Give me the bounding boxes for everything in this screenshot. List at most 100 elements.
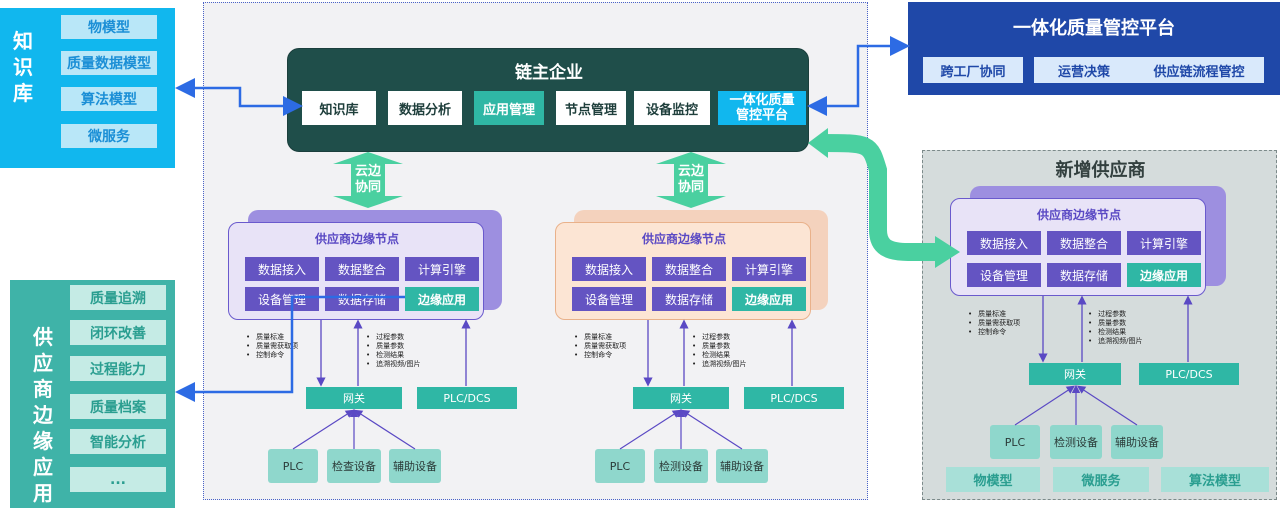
cloud-edge-label: 云边 协同 (323, 164, 413, 196)
node-a-edge-app[interactable]: 边缘应用 (405, 287, 479, 311)
chain-module-data-analysis[interactable]: 数据分析 (388, 91, 462, 125)
node-a-compute-engine[interactable]: 计算引擎 (405, 257, 479, 281)
gateway-b[interactable]: 网关 (633, 387, 729, 409)
platform-item-operation-decision[interactable]: 运营决策 (1034, 57, 1134, 83)
node-b-compute-engine[interactable]: 计算引擎 (732, 257, 806, 281)
chain-module-unified-platform[interactable]: 一体化质量 管控平台 (718, 91, 806, 125)
chain-module-knowledge-base[interactable]: 知识库 (302, 91, 376, 125)
bullets-up-b: 过程参数 质量参数 检测结果 追溯视频/图片 (692, 333, 747, 369)
chain-module-node-management[interactable]: 节点管理 (556, 91, 626, 125)
device-a-inspection[interactable]: 检查设备 (327, 449, 381, 483)
sea-item-quality-trace[interactable]: 质量追溯 (70, 285, 166, 310)
chain-enterprise-title: 链主企业 (515, 62, 583, 83)
cloud-edge-arrow-left: 云边 协同 (323, 152, 413, 208)
device-a-plc[interactable]: PLC (268, 449, 318, 483)
device-b-auxiliary[interactable]: 辅助设备 (716, 449, 768, 483)
supplier-edge-app-title: 供应商边缘应用 (33, 325, 53, 505)
kb-to-chain-connector (175, 78, 303, 116)
dev-b3-to-gw (680, 409, 743, 450)
cloud-edge-label: 云边 协同 (646, 164, 736, 196)
device-b-inspection[interactable]: 检测设备 (654, 449, 708, 483)
node-c-data-integration[interactable]: 数据整合 (1047, 231, 1121, 255)
cloud-edge-arrow-right: 云边 协同 (646, 152, 736, 208)
green-arrow-head-right (935, 236, 960, 268)
sea-item-closed-loop[interactable]: 闭环改善 (70, 320, 166, 345)
bullets-up-a: 过程参数 质量参数 检测结果 追溯视频/图片 (366, 333, 421, 369)
node-b-data-storage[interactable]: 数据存储 (652, 287, 726, 311)
node-b-data-integration[interactable]: 数据整合 (652, 257, 726, 281)
node-c-device-management[interactable]: 设备管理 (967, 263, 1041, 287)
double-arrow-icon (333, 152, 403, 208)
sea-item-more[interactable]: ... (70, 467, 166, 492)
node-c-edge-app[interactable]: 边缘应用 (1127, 263, 1201, 287)
device-c-plc[interactable]: PLC (990, 425, 1040, 459)
device-c-auxiliary[interactable]: 辅助设备 (1111, 425, 1163, 459)
bullet-inspection-result: 检测结果 (692, 351, 747, 360)
sea-item-process-capability[interactable]: 过程能力 (70, 356, 166, 381)
kb-item-microservice[interactable]: 微服务 (61, 124, 157, 148)
bullet-quality-standard: 质量标准 (246, 333, 298, 342)
dev-c3-to-gw (1076, 385, 1138, 426)
dev-a1-to-gw (292, 409, 355, 450)
bullet-quality-items: 质量需获取项 (246, 342, 298, 351)
bullet-quality-items: 质量需获取项 (968, 319, 1020, 328)
gateway-a[interactable]: 网关 (306, 387, 402, 409)
bullet-process-params: 过程参数 (692, 333, 747, 342)
dev-c1-to-gw (1014, 385, 1076, 426)
bullet-trace-video: 追溯视频/图片 (692, 360, 746, 369)
plc-dcs-c[interactable]: PLC/DCS (1139, 363, 1239, 385)
bullet-control-command: 控制命令 (246, 351, 298, 360)
edge-app-to-sea-connector (175, 295, 405, 402)
kb-item-thing-model[interactable]: 物模型 (61, 15, 157, 39)
dev-a3-to-gw (353, 409, 416, 450)
kb-item-algorithm-model[interactable]: 算法模型 (61, 87, 157, 111)
chain-module-unified-line1: 一体化质量 (729, 93, 795, 108)
bullets-down-a: 质量标准 质量需获取项 控制命令 (246, 333, 298, 360)
bullet-inspection-result: 检测结果 (366, 351, 421, 360)
plc-dcs-a[interactable]: PLC/DCS (417, 387, 517, 409)
device-b-plc[interactable]: PLC (595, 449, 645, 483)
bullets-down-c: 质量标准 质量需获取项 控制命令 (968, 310, 1020, 337)
unified-platform-panel: 一体化质量管控平台 跨工厂协同 运营决策 供应链流程管控 (908, 2, 1280, 95)
platform-item-supply-chain[interactable]: 供应链流程管控 (1134, 57, 1264, 83)
bullets-up-c: 过程参数 质量参数 检测结果 追溯视频/图片 (1088, 310, 1143, 346)
bullet-quality-standard: 质量标准 (574, 333, 626, 342)
new-supplier-footer-thing-model[interactable]: 物模型 (946, 467, 1040, 492)
new-supplier-title: 新增供应商 (1055, 160, 1146, 181)
chain-module-app-management[interactable]: 应用管理 (474, 91, 544, 125)
new-supplier-footer-microservice[interactable]: 微服务 (1053, 467, 1149, 492)
node-b-edge-app[interactable]: 边缘应用 (732, 287, 806, 311)
bullet-quality-items: 质量需获取项 (574, 342, 626, 351)
bullet-process-params: 过程参数 (1088, 310, 1143, 319)
bullet-control-command: 控制命令 (574, 351, 626, 360)
cloud-edge-line1: 云边 (677, 164, 704, 179)
bullet-control-command: 控制命令 (968, 328, 1020, 337)
platform-item-cross-factory[interactable]: 跨工厂协同 (923, 57, 1023, 83)
double-arrow-icon (656, 152, 726, 208)
edge-node-c-title: 供应商边缘节点 (1036, 207, 1121, 222)
node-b-data-access[interactable]: 数据接入 (572, 257, 646, 281)
bullet-quality-params: 质量参数 (692, 342, 747, 351)
node-c-compute-engine[interactable]: 计算引擎 (1127, 231, 1201, 255)
sea-item-quality-archive[interactable]: 质量档案 (70, 394, 166, 419)
node-a-data-access[interactable]: 数据接入 (245, 257, 319, 281)
kb-item-quality-data-model[interactable]: 质量数据模型 (61, 51, 157, 75)
chain-module-device-monitor[interactable]: 设备监控 (634, 91, 710, 125)
edge-node-b-title: 供应商边缘节点 (641, 231, 726, 246)
device-a-auxiliary[interactable]: 辅助设备 (389, 449, 441, 483)
plc-dcs-b[interactable]: PLC/DCS (744, 387, 844, 409)
sea-item-smart-analysis[interactable]: 智能分析 (70, 429, 166, 454)
node-c-data-storage[interactable]: 数据存储 (1047, 263, 1121, 287)
cloud-edge-line2: 协同 (354, 180, 381, 195)
node-a-data-integration[interactable]: 数据整合 (325, 257, 399, 281)
device-c-inspection[interactable]: 检测设备 (1050, 425, 1102, 459)
edge-node-a-title: 供应商边缘节点 (314, 231, 399, 246)
bullet-quality-params: 质量参数 (1088, 319, 1143, 328)
bullet-process-params: 过程参数 (366, 333, 421, 342)
node-c-data-access[interactable]: 数据接入 (967, 231, 1041, 255)
edge-node-c: 供应商边缘节点 数据接入 数据整合 计算引擎 设备管理 数据存储 边缘应用 (950, 198, 1206, 296)
node-b-device-management[interactable]: 设备管理 (572, 287, 646, 311)
new-supplier-footer-algorithm[interactable]: 算法模型 (1161, 467, 1269, 492)
gateway-c[interactable]: 网关 (1029, 363, 1121, 385)
